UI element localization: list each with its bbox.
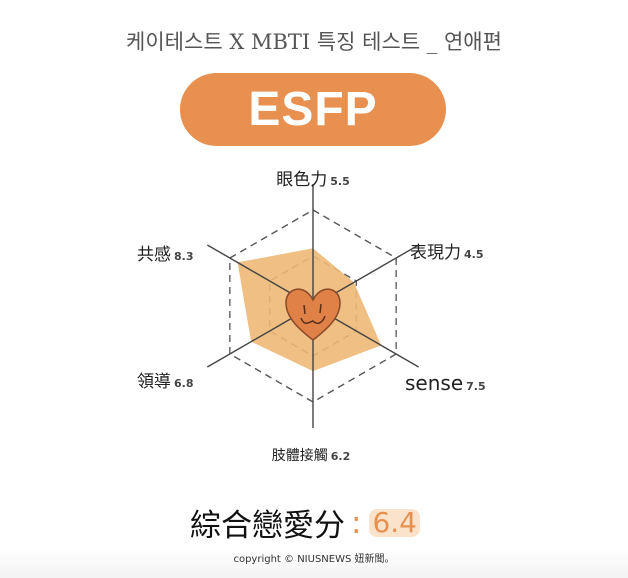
copyright-footer: copyright © NIUSNEWS 妞新聞。 — [0, 548, 628, 578]
overall-score: 綜合戀愛分 : 6.4 — [190, 500, 420, 545]
mbti-type-badge: ESFP — [180, 73, 446, 146]
score-value: 6.4 — [369, 508, 420, 537]
score-label: 綜合戀愛分 — [190, 508, 345, 544]
score-colon: : — [351, 504, 362, 541]
page-title: 케이테스트 X MBTI 특징 테스트 _ 연애편 — [126, 30, 502, 54]
heart-face-icon — [285, 288, 341, 341]
